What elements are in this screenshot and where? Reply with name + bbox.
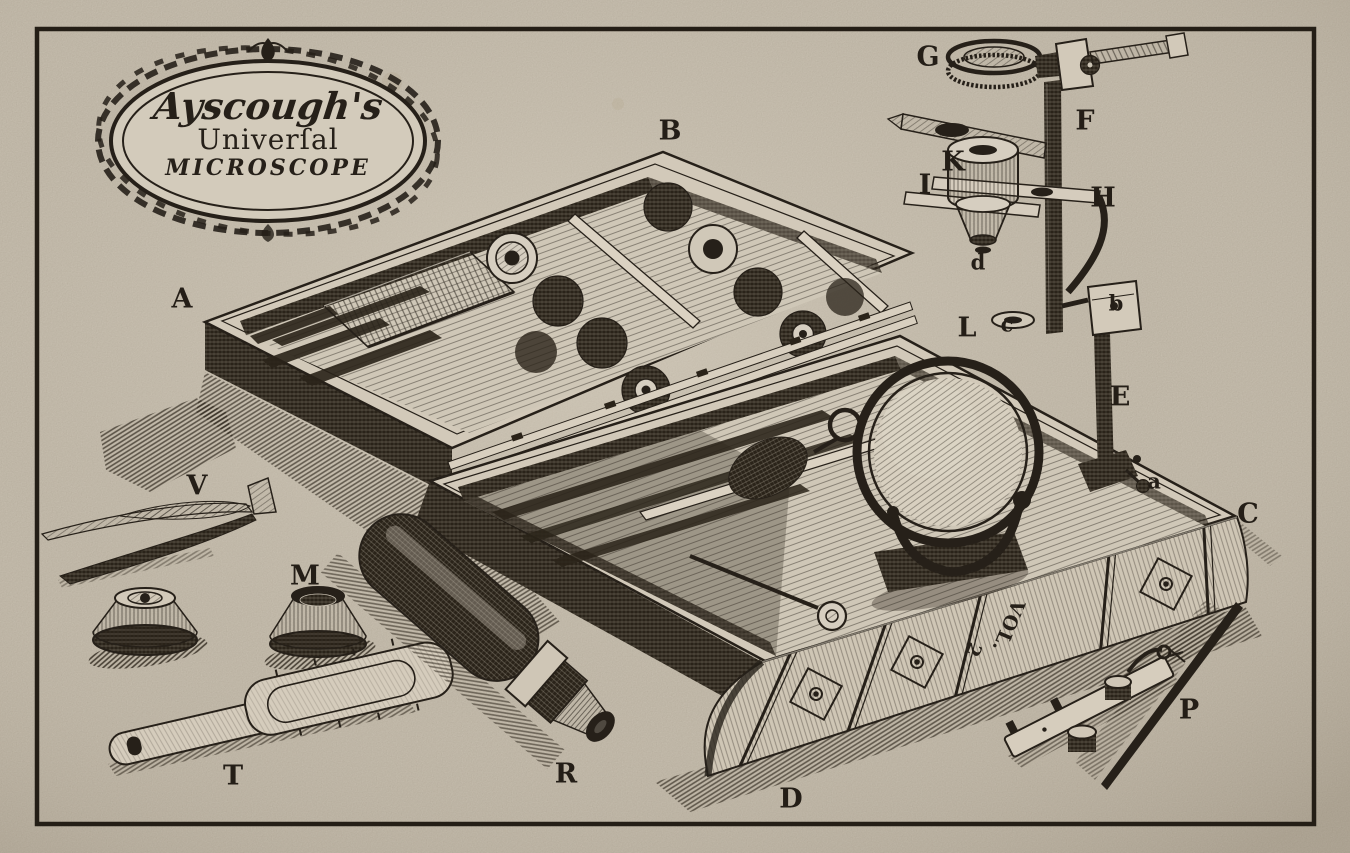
plate-label-H: H bbox=[1090, 182, 1116, 214]
plate-label-R: R bbox=[554, 758, 578, 790]
dissecting-needle bbox=[1101, 602, 1243, 790]
lens-disc-cluster-left bbox=[486, 232, 671, 415]
stage-cylinder bbox=[947, 136, 1019, 211]
plate-label-L: L bbox=[957, 312, 977, 344]
plate-label-B: B bbox=[658, 115, 682, 147]
plate-label-F: F bbox=[1075, 105, 1095, 137]
ladle-tool bbox=[689, 554, 848, 632]
plate-label-T: T bbox=[222, 760, 244, 792]
plate-label-d: d bbox=[970, 249, 986, 275]
plate-label-C: C bbox=[1237, 498, 1259, 530]
compass-joint bbox=[1054, 37, 1095, 92]
eyepiece-rings-G bbox=[945, 38, 1060, 90]
condenser-cup-M bbox=[269, 586, 367, 658]
cartouche-line-3: MICROSCOPE bbox=[165, 155, 371, 182]
plate-label-a: a bbox=[1147, 468, 1161, 494]
condenser-lens bbox=[852, 356, 1044, 611]
plate-label-P: P bbox=[1178, 694, 1200, 726]
frame-border bbox=[34, 26, 1317, 827]
plate-label-V: V bbox=[186, 470, 208, 502]
lens-disc-cluster-right bbox=[643, 182, 864, 358]
plate-label-c: c bbox=[1000, 311, 1014, 337]
cartouche-line-2: Univerſal bbox=[197, 122, 339, 156]
plate-label-b: b bbox=[1108, 290, 1124, 316]
tray-divider-strip bbox=[567, 213, 701, 329]
collar-c bbox=[991, 311, 1035, 329]
curved-brace bbox=[1065, 195, 1108, 295]
plate-label-K: K bbox=[941, 146, 965, 178]
support-pillar-E bbox=[1078, 333, 1150, 493]
bracket-block-b bbox=[1086, 279, 1143, 337]
fish-plate-P bbox=[1003, 600, 1243, 790]
pillar-F bbox=[1044, 80, 1063, 334]
tweezers-V bbox=[40, 476, 277, 585]
thumbscrew-knobs bbox=[1067, 675, 1132, 752]
ivory-slider-T bbox=[108, 638, 454, 766]
cone-foot bbox=[92, 587, 198, 656]
spoon-pocket bbox=[728, 436, 808, 500]
plate-label-G: G bbox=[916, 41, 940, 73]
body-tube-R bbox=[320, 513, 615, 770]
plate-label-D: D bbox=[779, 783, 803, 815]
plate-label-E: E bbox=[1109, 381, 1131, 413]
cartouche-line-1: Ayscough's bbox=[151, 84, 386, 128]
plate-label-M: M bbox=[290, 560, 320, 592]
spine-ornaments bbox=[788, 556, 1194, 722]
microscope-stand bbox=[886, 32, 1189, 337]
plate-label-A: A bbox=[171, 283, 193, 315]
top-arm bbox=[1089, 32, 1189, 65]
ivory-slider-stack bbox=[322, 251, 516, 349]
plate-label-I: I bbox=[918, 169, 932, 201]
cartouche-frame bbox=[95, 38, 441, 242]
book-spine bbox=[703, 515, 1249, 778]
title-cartouche: Ayscough's Univerſal MICROSCOPE bbox=[100, 84, 436, 182]
objective-cone-d bbox=[954, 195, 1012, 254]
case-upper-tray bbox=[201, 150, 916, 496]
